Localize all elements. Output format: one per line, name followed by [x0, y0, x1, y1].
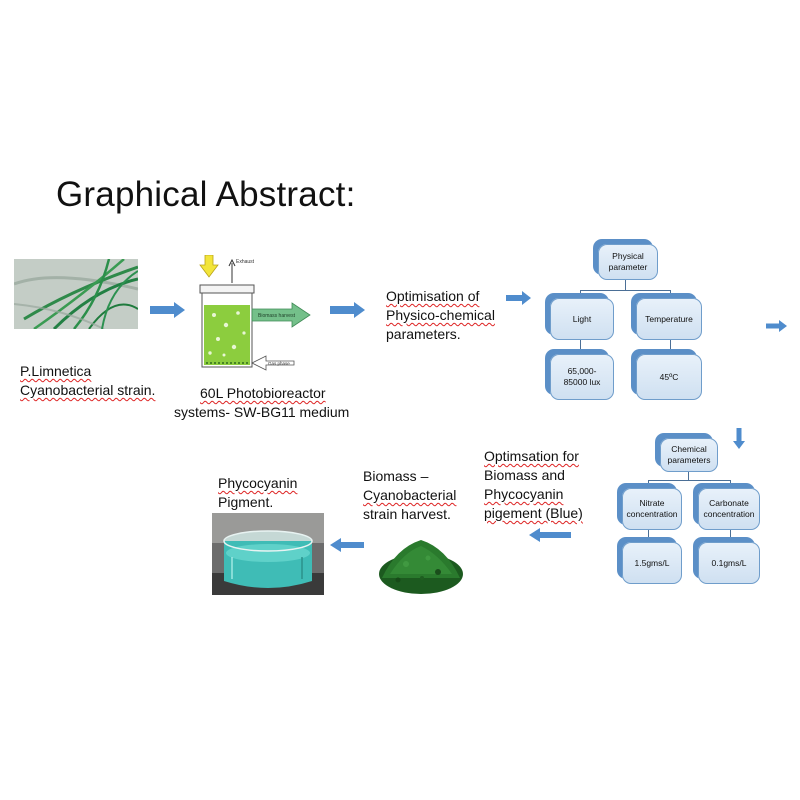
- strain-name: P.Limnetica: [20, 363, 92, 379]
- pigment-line-2: Pigment.: [218, 494, 274, 510]
- gas-phase-label: Gas phase: [268, 361, 290, 366]
- biomass-caption: Biomass – Cyanobacterial strain harvest.: [363, 467, 456, 524]
- opt-biomass-line-1: Optimsation for: [484, 448, 579, 464]
- biomass-line-1: Biomass –: [363, 468, 429, 484]
- flow-arrow-2: [330, 302, 365, 318]
- pigment-line-1: Phycocyanin: [218, 475, 298, 491]
- reactor-medium: systems- SW-BG11 medium: [174, 404, 350, 420]
- light-value-node: 65,000-85000 lux: [550, 354, 614, 400]
- carbonate-value-node: 0.1gms/L: [698, 542, 760, 584]
- temperature-value-node: 45ºC: [636, 354, 702, 400]
- opt-biomass-line-3: Phycocyanin: [484, 486, 564, 502]
- light-node: Light: [550, 298, 614, 340]
- opt-biomass-line-2: Biomass and: [484, 467, 565, 483]
- flow-arrow-6: [529, 528, 571, 542]
- biomass-harvest-label: Biomass harvest: [258, 313, 296, 319]
- chemical-parameter-tree: Chemical parameters Nitrate concentratio…: [608, 430, 768, 590]
- flow-arrow-3: [506, 291, 531, 305]
- carbonate-node: Carbonate concentration: [698, 488, 760, 530]
- reactor-title: 60L Photobioreactor: [200, 385, 326, 401]
- biomass-line-2: Cyanobacterial: [363, 487, 457, 503]
- phycocyanin-beaker-image: [212, 513, 324, 595]
- optimisation-line-1: Optimisation of: [386, 288, 480, 304]
- reactor-caption: 60L Photobioreactor systems- SW-BG11 med…: [174, 384, 349, 422]
- optimisation-line-3: parameters.: [386, 326, 461, 342]
- strain-caption: P.Limnetica Cyanobacterial strain.: [20, 362, 155, 400]
- chemical-parameter-root: Chemical parameters: [660, 438, 718, 472]
- flow-arrow-7: [330, 538, 364, 552]
- strain-desc: Cyanobacterial strain.: [20, 382, 156, 398]
- physical-parameter-tree: Physical parameter Light Temperature 65,…: [540, 232, 712, 408]
- optimisation-caption: Optimisation of Physico-chemical paramet…: [386, 287, 495, 344]
- opt-biomass-line-4: pigement (Blue): [484, 505, 583, 521]
- flow-arrow-1: [150, 302, 185, 318]
- page-title: Graphical Abstract:: [56, 175, 356, 214]
- optimisation-biomass-caption: Optimsation for Biomass and Phycocyanin …: [484, 447, 583, 523]
- strain-microscopy-image: [13, 258, 139, 331]
- photobioreactor-diagram: Exhaust Biomass harvest Gas phase: [196, 254, 312, 375]
- optimisation-line-2: Physico-chemical: [386, 307, 495, 323]
- flow-arrow-4: [766, 320, 787, 332]
- nitrate-node: Nitrate concentration: [622, 488, 682, 530]
- exhaust-label: Exhaust: [236, 259, 255, 265]
- physical-parameter-root: Physical parameter: [598, 244, 658, 280]
- pigment-caption: Phycocyanin Pigment.: [218, 474, 297, 512]
- flow-arrow-5: [733, 428, 745, 449]
- nitrate-value-node: 1.5gms/L: [622, 542, 682, 584]
- biomass-line-3: strain harvest.: [363, 506, 451, 522]
- biomass-powder-image: [376, 528, 466, 596]
- temperature-node: Temperature: [636, 298, 702, 340]
